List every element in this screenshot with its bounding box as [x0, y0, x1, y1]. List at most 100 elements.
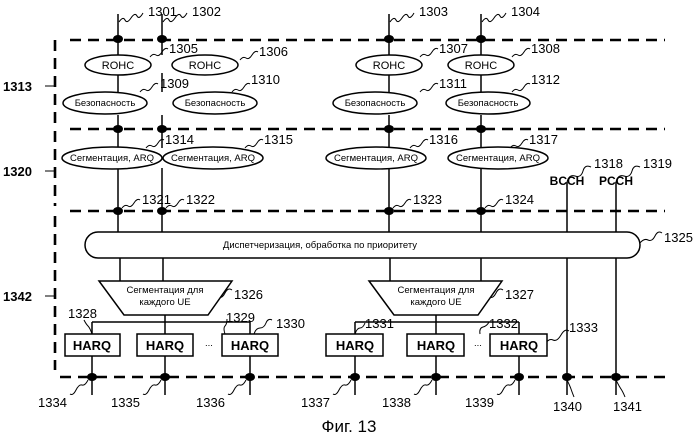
- sap-1304-top: [476, 35, 486, 43]
- harq-1332-label: HARQ: [417, 338, 455, 353]
- harq-1328-label: HARQ: [73, 338, 111, 353]
- ref-1311: 1311: [439, 76, 467, 91]
- harq-ellipsis-1: ...: [205, 338, 213, 349]
- harq-outputs: [92, 356, 519, 395]
- sap-1338: [431, 373, 441, 381]
- leader-1334: [70, 380, 88, 395]
- harq-1329-label: HARQ: [146, 338, 184, 353]
- segmentation-arq-blocks: Сегментация, ARQ Сегментация, ARQ Сегмен…: [62, 147, 548, 169]
- figure-caption: Фиг. 13: [322, 417, 377, 436]
- ref-1334: 1334: [38, 395, 67, 410]
- ref-1306: 1306: [259, 44, 288, 59]
- sap-1324: [476, 207, 486, 215]
- rohc-1305-label: ROHC: [102, 60, 134, 72]
- ref-1308: 1308: [531, 41, 560, 56]
- seg-arq-1314-label: Сегментация, ARQ: [70, 153, 154, 164]
- sap-1339: [514, 373, 524, 381]
- leader-1306: [240, 51, 258, 60]
- ref-1303: 1303: [419, 4, 448, 19]
- seg-arq-1317-label: Сегментация, ARQ: [456, 153, 540, 164]
- ref-1337: 1337: [301, 395, 330, 410]
- rohc-1308-label: ROHC: [465, 60, 497, 72]
- bcch-label: BCCH: [550, 174, 585, 188]
- leader-1324: [485, 199, 503, 208]
- leader-1310: [232, 83, 250, 92]
- leader-1307: [420, 48, 438, 57]
- leader-1303: [390, 13, 414, 22]
- leader-1333: [545, 330, 569, 344]
- rohc-1306-label: ROHC: [189, 60, 221, 72]
- leader-1309: [140, 83, 158, 92]
- ref-1313: 1313: [3, 79, 32, 94]
- leader-1331: [355, 323, 365, 334]
- sap-1336: [245, 373, 255, 381]
- sap-1337: [350, 373, 360, 381]
- ref-1333: 1333: [569, 320, 598, 335]
- ref-1330: 1330: [276, 316, 305, 331]
- harq-ellipsis-2: ...: [474, 338, 482, 349]
- sap-1301-top: [113, 35, 123, 43]
- ref-1340: 1340: [553, 399, 582, 414]
- ref-1301: 1301: [148, 4, 177, 19]
- sap-1322: [157, 207, 167, 215]
- ref-1302: 1302: [192, 4, 221, 19]
- ref-1322: 1322: [186, 192, 215, 207]
- sap-1323: [384, 207, 394, 215]
- ref-1314: 1314: [165, 132, 194, 147]
- ref-1304: 1304: [511, 4, 540, 19]
- mux-1327-label-1: Сегментация для: [398, 285, 475, 296]
- ref-1324: 1324: [505, 192, 534, 207]
- leader-1316: [410, 139, 428, 148]
- leader-1328: [84, 320, 92, 334]
- sap-1335: [160, 373, 170, 381]
- mux-1326-label-2: каждого UE: [139, 297, 190, 308]
- harq-1331-label: HARQ: [336, 338, 374, 353]
- ref-1319: 1319: [643, 156, 672, 171]
- leader-1338: [414, 380, 432, 395]
- leader-1337: [333, 380, 351, 395]
- ref-1321: 1321: [142, 192, 171, 207]
- leader-1301: [119, 13, 143, 22]
- ref-1312: 1312: [531, 72, 560, 87]
- sap-1340: [562, 373, 572, 381]
- ref-1339: 1339: [465, 395, 494, 410]
- ref-1342: 1342: [3, 289, 32, 304]
- harq-1333-label: HARQ: [500, 338, 538, 353]
- ref-1318: 1318: [594, 156, 623, 171]
- ref-1323: 1323: [413, 192, 442, 207]
- leader-1323: [393, 199, 411, 208]
- leader-1312: [512, 83, 530, 92]
- mux-1326-label-1: Сегментация для: [127, 285, 204, 296]
- sap-1341: [611, 373, 621, 381]
- ref-1336: 1336: [196, 395, 225, 410]
- leader-1335: [143, 380, 161, 395]
- sap-1301-mid: [113, 125, 123, 133]
- security-1311-label: Безопасность: [345, 98, 406, 109]
- leader-1340: [567, 380, 574, 397]
- leader-1308: [512, 48, 530, 57]
- ref-1310: 1310: [251, 72, 280, 87]
- ref-1332: 1332: [489, 316, 518, 331]
- ref-1307: 1307: [439, 41, 468, 56]
- rohc-1307-label: ROHC: [373, 60, 405, 72]
- ref-1305: 1305: [169, 41, 198, 56]
- harq-blocks: HARQ HARQ HARQ HARQ HARQ HARQ ... ...: [65, 334, 547, 356]
- pcch-label: PCCH: [599, 174, 633, 188]
- ref-1331: 1331: [365, 316, 394, 331]
- ref-1326: 1326: [234, 287, 263, 302]
- ref-1320: 1320: [3, 164, 32, 179]
- sap-1304-mid: [476, 125, 486, 133]
- leader-1332: [480, 322, 489, 334]
- ref-1338: 1338: [382, 395, 411, 410]
- ref-1316: 1316: [429, 132, 458, 147]
- leader-1339: [497, 380, 515, 395]
- ref-1335: 1335: [111, 395, 140, 410]
- harq-1330-label: HARQ: [231, 338, 269, 353]
- leader-1325: [640, 232, 662, 243]
- seg-arq-1315-label: Сегментация, ARQ: [171, 153, 255, 164]
- sap-1303-top: [384, 35, 394, 43]
- security-1312-label: Безопасность: [458, 98, 519, 109]
- ref-1309: 1309: [160, 76, 189, 91]
- security-1309-label: Безопасность: [75, 98, 136, 109]
